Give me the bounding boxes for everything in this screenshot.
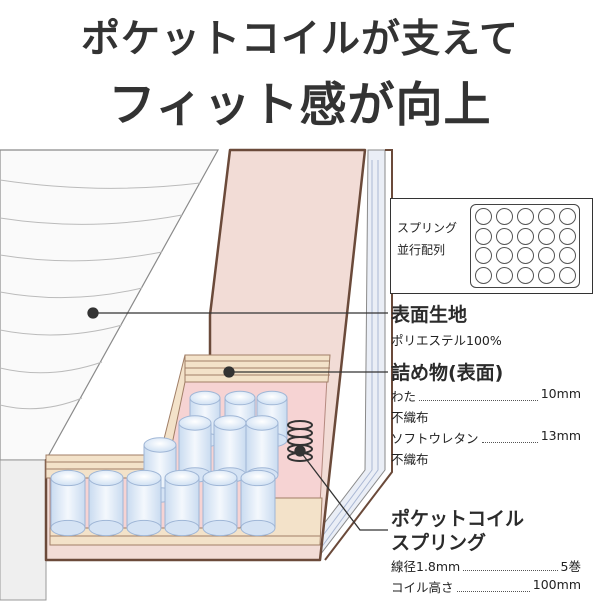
- filling-title: 詰め物(表面): [391, 362, 504, 384]
- pocket-coil: [164, 469, 200, 537]
- coil-spec-value: 5巻: [560, 559, 581, 574]
- spring-grid-cell: [558, 247, 576, 265]
- filling-spec-value: 13mm: [540, 428, 581, 443]
- coil-spec-row: コイル高さ 100mm: [391, 577, 581, 596]
- pocket-coils: [50, 390, 288, 537]
- spring-grid-cell: [537, 227, 555, 245]
- spring-grid-cell: [474, 227, 492, 245]
- spring-grid-cell: [516, 247, 534, 265]
- spring-grid-cell: [558, 227, 576, 245]
- pocket-coil: [50, 469, 86, 537]
- coil-spec-label: 線径1.8mm: [391, 559, 461, 574]
- spring-grid-cell: [474, 267, 492, 285]
- surface-fabric-material: ポリエステル100%: [391, 333, 502, 348]
- pocket-coil: [126, 469, 162, 537]
- spring-box-label-1: スプリング: [397, 221, 458, 235]
- pocket-coil: [213, 415, 247, 483]
- filling-spec-label: 不織布: [391, 452, 429, 467]
- filling-spec-value: 10mm: [540, 386, 581, 401]
- spring-grid-cell: [516, 267, 534, 285]
- leader-line-coil: [299, 450, 388, 531]
- filling-spec-row: 不織布: [391, 449, 581, 468]
- spring-grid-cell: [516, 227, 534, 245]
- coil-spec-label: コイル高さ: [391, 580, 454, 595]
- filling-spec-label: わた: [391, 389, 417, 404]
- spring-grid-cell: [558, 207, 576, 225]
- filling-spec-leader-dots: [481, 428, 538, 443]
- pocket-coil: [88, 469, 124, 537]
- spring-arrangement-box: スプリング 並行配列: [390, 198, 593, 294]
- spring-grid-cell: [474, 207, 492, 225]
- coil-spec-row: 線径1.8mm 5巻: [391, 556, 581, 575]
- filling-spec-row: 不織布: [391, 407, 581, 426]
- filling-spec-row: ソフトウレタン 13mm: [391, 428, 581, 447]
- mattress-body: [0, 149, 220, 601]
- headline-line-1: ポケットコイルが支えて: [80, 17, 520, 62]
- headline-line-2: フィット感が向上: [108, 78, 492, 133]
- filling-spec-label: 不織布: [391, 410, 429, 425]
- spring-box-label-2: 並行配列: [397, 243, 446, 257]
- spring-grid-cell: [495, 227, 513, 245]
- pocket-coil-title-1: ポケットコイル: [391, 508, 525, 530]
- spring-grid-cell: [495, 207, 513, 225]
- pocket-coil: [202, 469, 238, 537]
- filling-spec-label: ソフトウレタン: [391, 431, 479, 446]
- spring-grid-cell: [558, 267, 576, 285]
- spring-grid-diagram: [470, 204, 580, 288]
- mattress-side-edge: [298, 149, 393, 561]
- spring-grid-cell: [474, 247, 492, 265]
- spring-grid-cell: [516, 207, 534, 225]
- spring-grid-cell: [495, 267, 513, 285]
- pocket-coil-title-2: スプリング: [391, 532, 487, 554]
- coil-spec-leader-dots: [456, 577, 530, 592]
- surface-fabric-title: 表面生地: [391, 304, 468, 326]
- spring-grid-cell: [537, 267, 555, 285]
- coil-spec-leader-dots: [463, 556, 558, 571]
- filling-spec-leader-dots: [419, 386, 538, 401]
- pocket-coil: [240, 469, 276, 537]
- filling-spec-row: わた 10mm: [391, 386, 581, 405]
- spring-grid-cell: [495, 247, 513, 265]
- spring-grid-cell: [537, 207, 555, 225]
- coil-spec-value: 100mm: [532, 577, 581, 592]
- spring-grid-cell: [537, 247, 555, 265]
